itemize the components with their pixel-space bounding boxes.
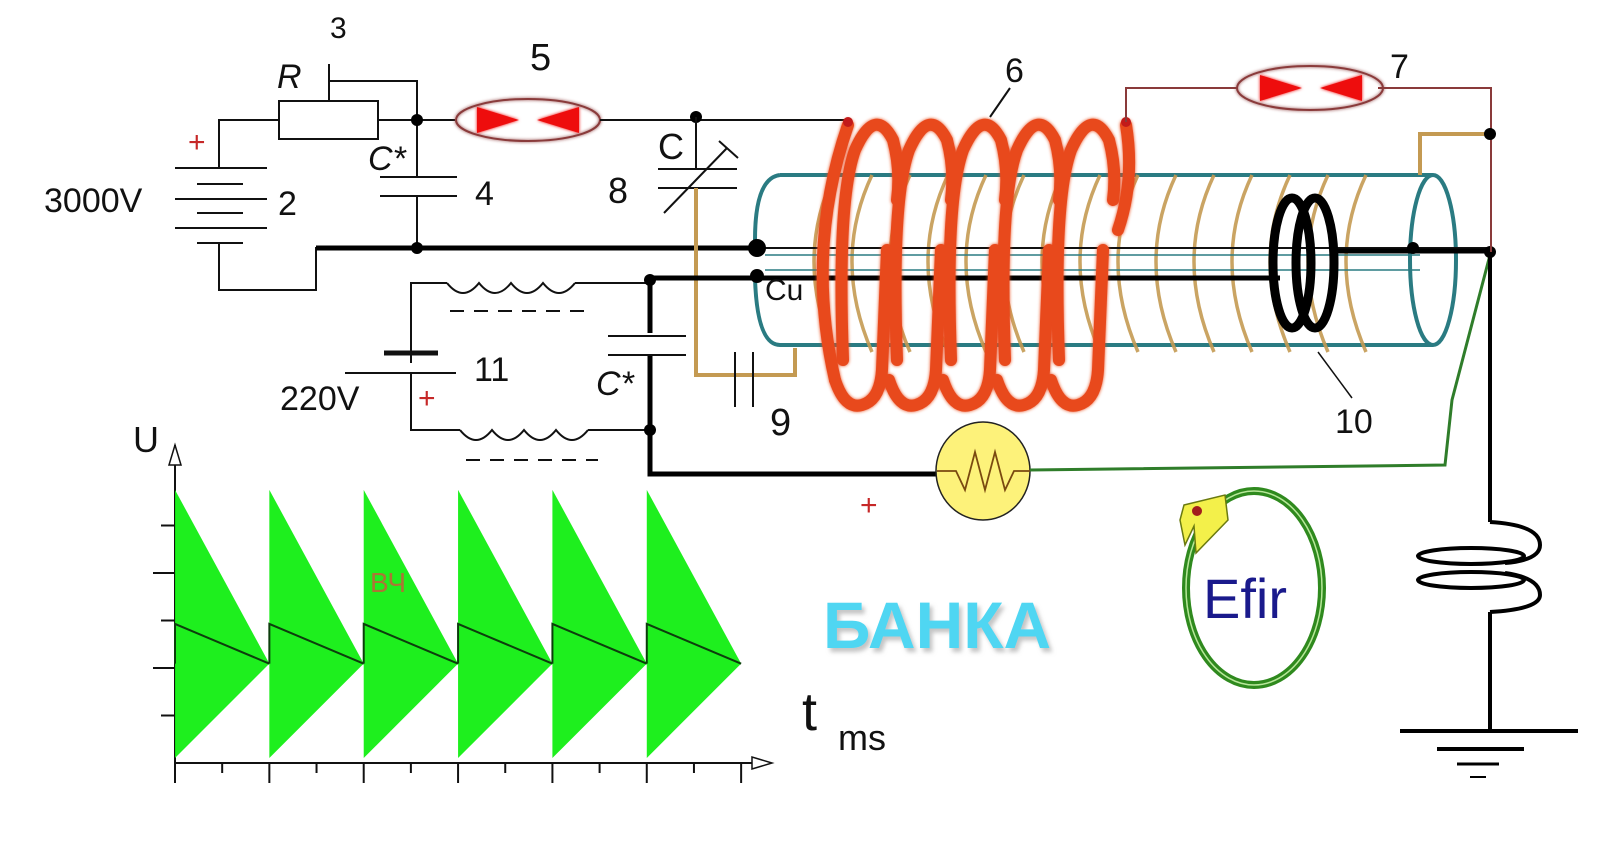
- primary-coil-leader: [989, 87, 1011, 118]
- choke-top: [446, 281, 576, 294]
- wire-battery-minus: [218, 243, 317, 291]
- chart-sawtooth-segment: [457, 622, 553, 665]
- capacitor-8-adjust-arrow: [663, 147, 728, 214]
- chart-sawtooth-segment: [645, 622, 742, 665]
- primary-coil-turn-bottom: [1045, 244, 1109, 412]
- capacitor-9-number-label: 9: [770, 402, 791, 444]
- variable-capacitor-label: C: [658, 126, 684, 167]
- secondary-winding-turn: [1154, 174, 1178, 353]
- primary-coil-turn-top: [889, 118, 959, 366]
- spark-gap-5: [455, 98, 601, 142]
- spark-gap-7: [1236, 65, 1384, 111]
- secondary-winding-turn: [1192, 174, 1216, 353]
- chart-pulse-envelope: [363, 489, 459, 759]
- wire-return-green: [1029, 254, 1492, 472]
- battery-voltage-label: 3000V: [44, 182, 143, 220]
- battery-number-label: 2: [278, 185, 297, 223]
- copper-label: Cu: [765, 274, 803, 307]
- wire-cstar-bottom: [647, 356, 937, 477]
- primary-coil-turn-top: [997, 118, 1067, 366]
- ground-symbol: [1400, 729, 1578, 778]
- junction-node: [748, 239, 766, 257]
- capacitor-8-adjust-tip: [718, 140, 739, 159]
- chart-x-axis-unit: ms: [838, 717, 886, 758]
- coil-10-number-label: 10: [1335, 403, 1373, 441]
- variable-capacitor-number-label: 8: [608, 170, 628, 211]
- chart-y-axis-label: U: [133, 419, 159, 460]
- capacitor-c-star-top-label: C*: [368, 140, 408, 178]
- secondary-winding-turn: [1230, 174, 1254, 353]
- primary-coil-turn-bottom: [937, 244, 1001, 412]
- resistor-number-label: 3: [330, 12, 347, 45]
- coil-10: [1268, 193, 1339, 333]
- chart-pulse-envelope: [458, 489, 553, 759]
- wire-supply-top: [410, 282, 447, 363]
- junction-node: [1484, 128, 1496, 140]
- secondary-winding-turn: [1078, 174, 1102, 353]
- junction-node: [1407, 242, 1419, 254]
- wire-secondary-lead: [694, 188, 797, 377]
- resistor-r: [278, 100, 379, 140]
- junction-node: [644, 274, 656, 286]
- junction-node: [644, 424, 656, 436]
- chart-x-axis-label: t: [802, 682, 817, 742]
- chart-sawtooth-segment: [551, 622, 648, 665]
- wire-gap7-left: [1125, 87, 1237, 122]
- snake-head-icon: [1179, 494, 1229, 555]
- primary-coil-number-label: 6: [1005, 52, 1024, 90]
- spark-gap-5-number-label: 5: [530, 37, 551, 79]
- wire-tap-to-node: [329, 80, 418, 120]
- capacitor-4-number-label: 4: [475, 175, 494, 213]
- chart-sawtooth-segment: [174, 622, 270, 665]
- waveform-chart: [153, 442, 775, 783]
- chart-pulse-envelope: [175, 489, 270, 759]
- primary-coil: [816, 118, 1136, 412]
- primary-coil-turn-top: [1051, 118, 1121, 366]
- battery-3000v: [175, 167, 267, 244]
- supply-plus-sign: +: [418, 382, 436, 415]
- efir-logo: [1179, 487, 1326, 689]
- primary-coil-lead: [816, 119, 854, 386]
- wire-supply-bottom: [410, 373, 460, 431]
- ground-coil: [1416, 520, 1543, 614]
- chart-pulse-envelope: [552, 489, 647, 759]
- title-label: БАНКА: [823, 588, 1051, 662]
- spark-gap-7-number-label: 7: [1390, 48, 1409, 86]
- primary-coil-terminal: [843, 117, 853, 127]
- chart-sawtooth-segment: [362, 622, 459, 665]
- chart-pulse-envelope: [269, 489, 364, 759]
- primary-coil-turn-top: [835, 118, 905, 366]
- capacitor-c-star-bottom-label: C*: [596, 365, 636, 403]
- wire-battery-plus: [218, 119, 279, 168]
- chart-x-axis-arrow: [751, 755, 775, 771]
- supply-number-label: 11: [474, 351, 509, 389]
- primary-coil-turn-bottom: [883, 244, 947, 412]
- logo-text: Efir: [1203, 567, 1287, 630]
- secondary-winding-turn: [1344, 174, 1368, 353]
- primary-coil-turn-bottom: [991, 244, 1055, 412]
- primary-coil-turn-top: [943, 118, 1013, 366]
- coil-10-leader: [1317, 351, 1353, 399]
- resistor-label: R: [277, 58, 302, 96]
- junction-node: [411, 114, 423, 126]
- secondary-winding-turn: [964, 174, 988, 353]
- snake-eye-icon: [1192, 506, 1202, 516]
- primary-coil-turn-bottom: [829, 244, 893, 412]
- wire-gap7-right: [1378, 87, 1492, 252]
- supply-voltage-label: 220V: [280, 380, 360, 418]
- primary-coil-lead: [1112, 119, 1136, 236]
- load-lamp: [935, 421, 1031, 521]
- chart-sawtooth-segment: [268, 622, 365, 665]
- choke-bottom: [459, 428, 589, 441]
- load-plus-sign: +: [860, 489, 878, 522]
- secondary-winding-turn: [850, 174, 874, 353]
- battery-plus-sign: +: [188, 126, 206, 159]
- chart-pulse-envelope: [646, 489, 742, 759]
- junction-node: [750, 269, 764, 283]
- chart-annotation-hf: ВЧ: [370, 567, 406, 598]
- wire-secondary-top: [1418, 132, 1490, 175]
- chart-y-axis-arrow: [167, 442, 183, 466]
